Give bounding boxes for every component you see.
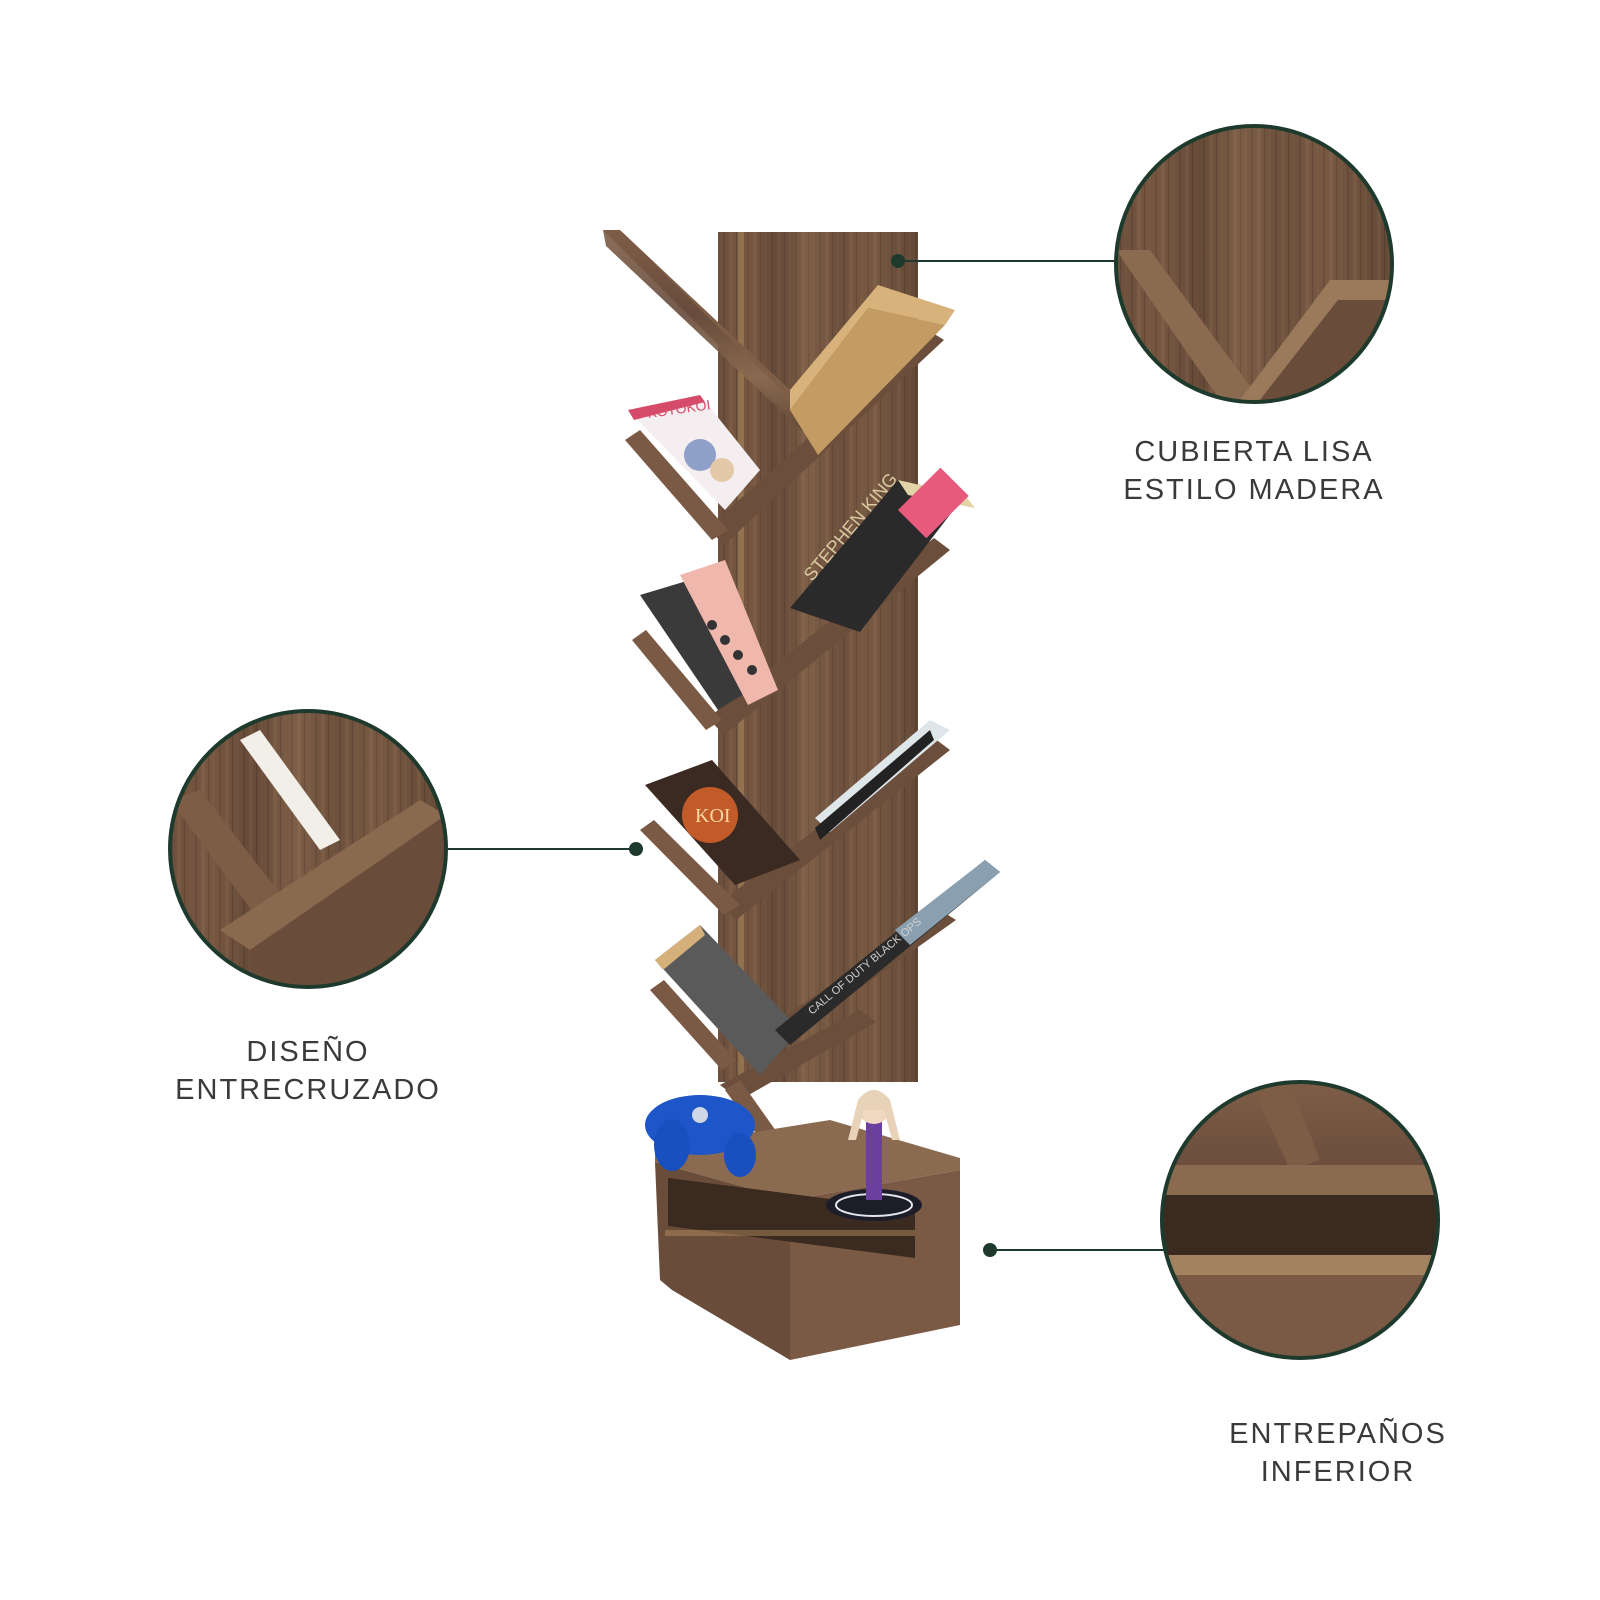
books: KOTOKOI STEPHEN KING KOI [628,285,1000,1075]
callout-connectors [446,254,1164,1257]
tree-bookshelf: KOTOKOI STEPHEN KING KOI [603,230,1000,1360]
shelf-right-5 [720,1010,876,1100]
callout-label-line: ESTILO MADERA [1123,474,1385,506]
callout-label-top-right: CUBIERTA LISA ESTILO MADERA [1104,433,1404,509]
shelf-left-3 [640,820,740,915]
zoom-circle-top-right [1114,124,1394,404]
lower-cabinet [655,1120,960,1360]
shelf-left-4 [650,980,736,1070]
book-grey-large [655,925,800,1075]
zoom-circle-middle-left [168,709,448,989]
callout-label-bottom-right: ENTREPAÑOS INFERIOR [1188,1415,1488,1491]
connector-dot-bottom [983,1243,997,1257]
book-koi-title: KOI [695,805,731,827]
book-top [790,285,955,410]
anime-figurine [826,1090,922,1221]
callout-label-line: DISEÑO [246,1036,370,1068]
connector-dot-middle [629,842,643,856]
callout-label-line: ENTRECRUZADO [175,1074,441,1106]
zoom-circle-bottom-right [1160,1080,1440,1360]
book-stack-mid [640,580,750,710]
shelf-right-3 [720,738,950,920]
shelf-left-1 [625,430,728,540]
cabinet-opening [668,1178,915,1258]
connector-dot-top [891,254,905,268]
callout-label-line: CUBIERTA LISA [1134,436,1374,468]
game-controller [645,1095,756,1177]
callout-label-line: ENTREPAÑOS [1229,1418,1447,1450]
callout-label-line: INFERIOR [1260,1456,1416,1488]
shelf-left-2 [632,630,722,730]
callout-label-middle-left: DISEÑO ENTRECRUZADO [158,1033,458,1109]
